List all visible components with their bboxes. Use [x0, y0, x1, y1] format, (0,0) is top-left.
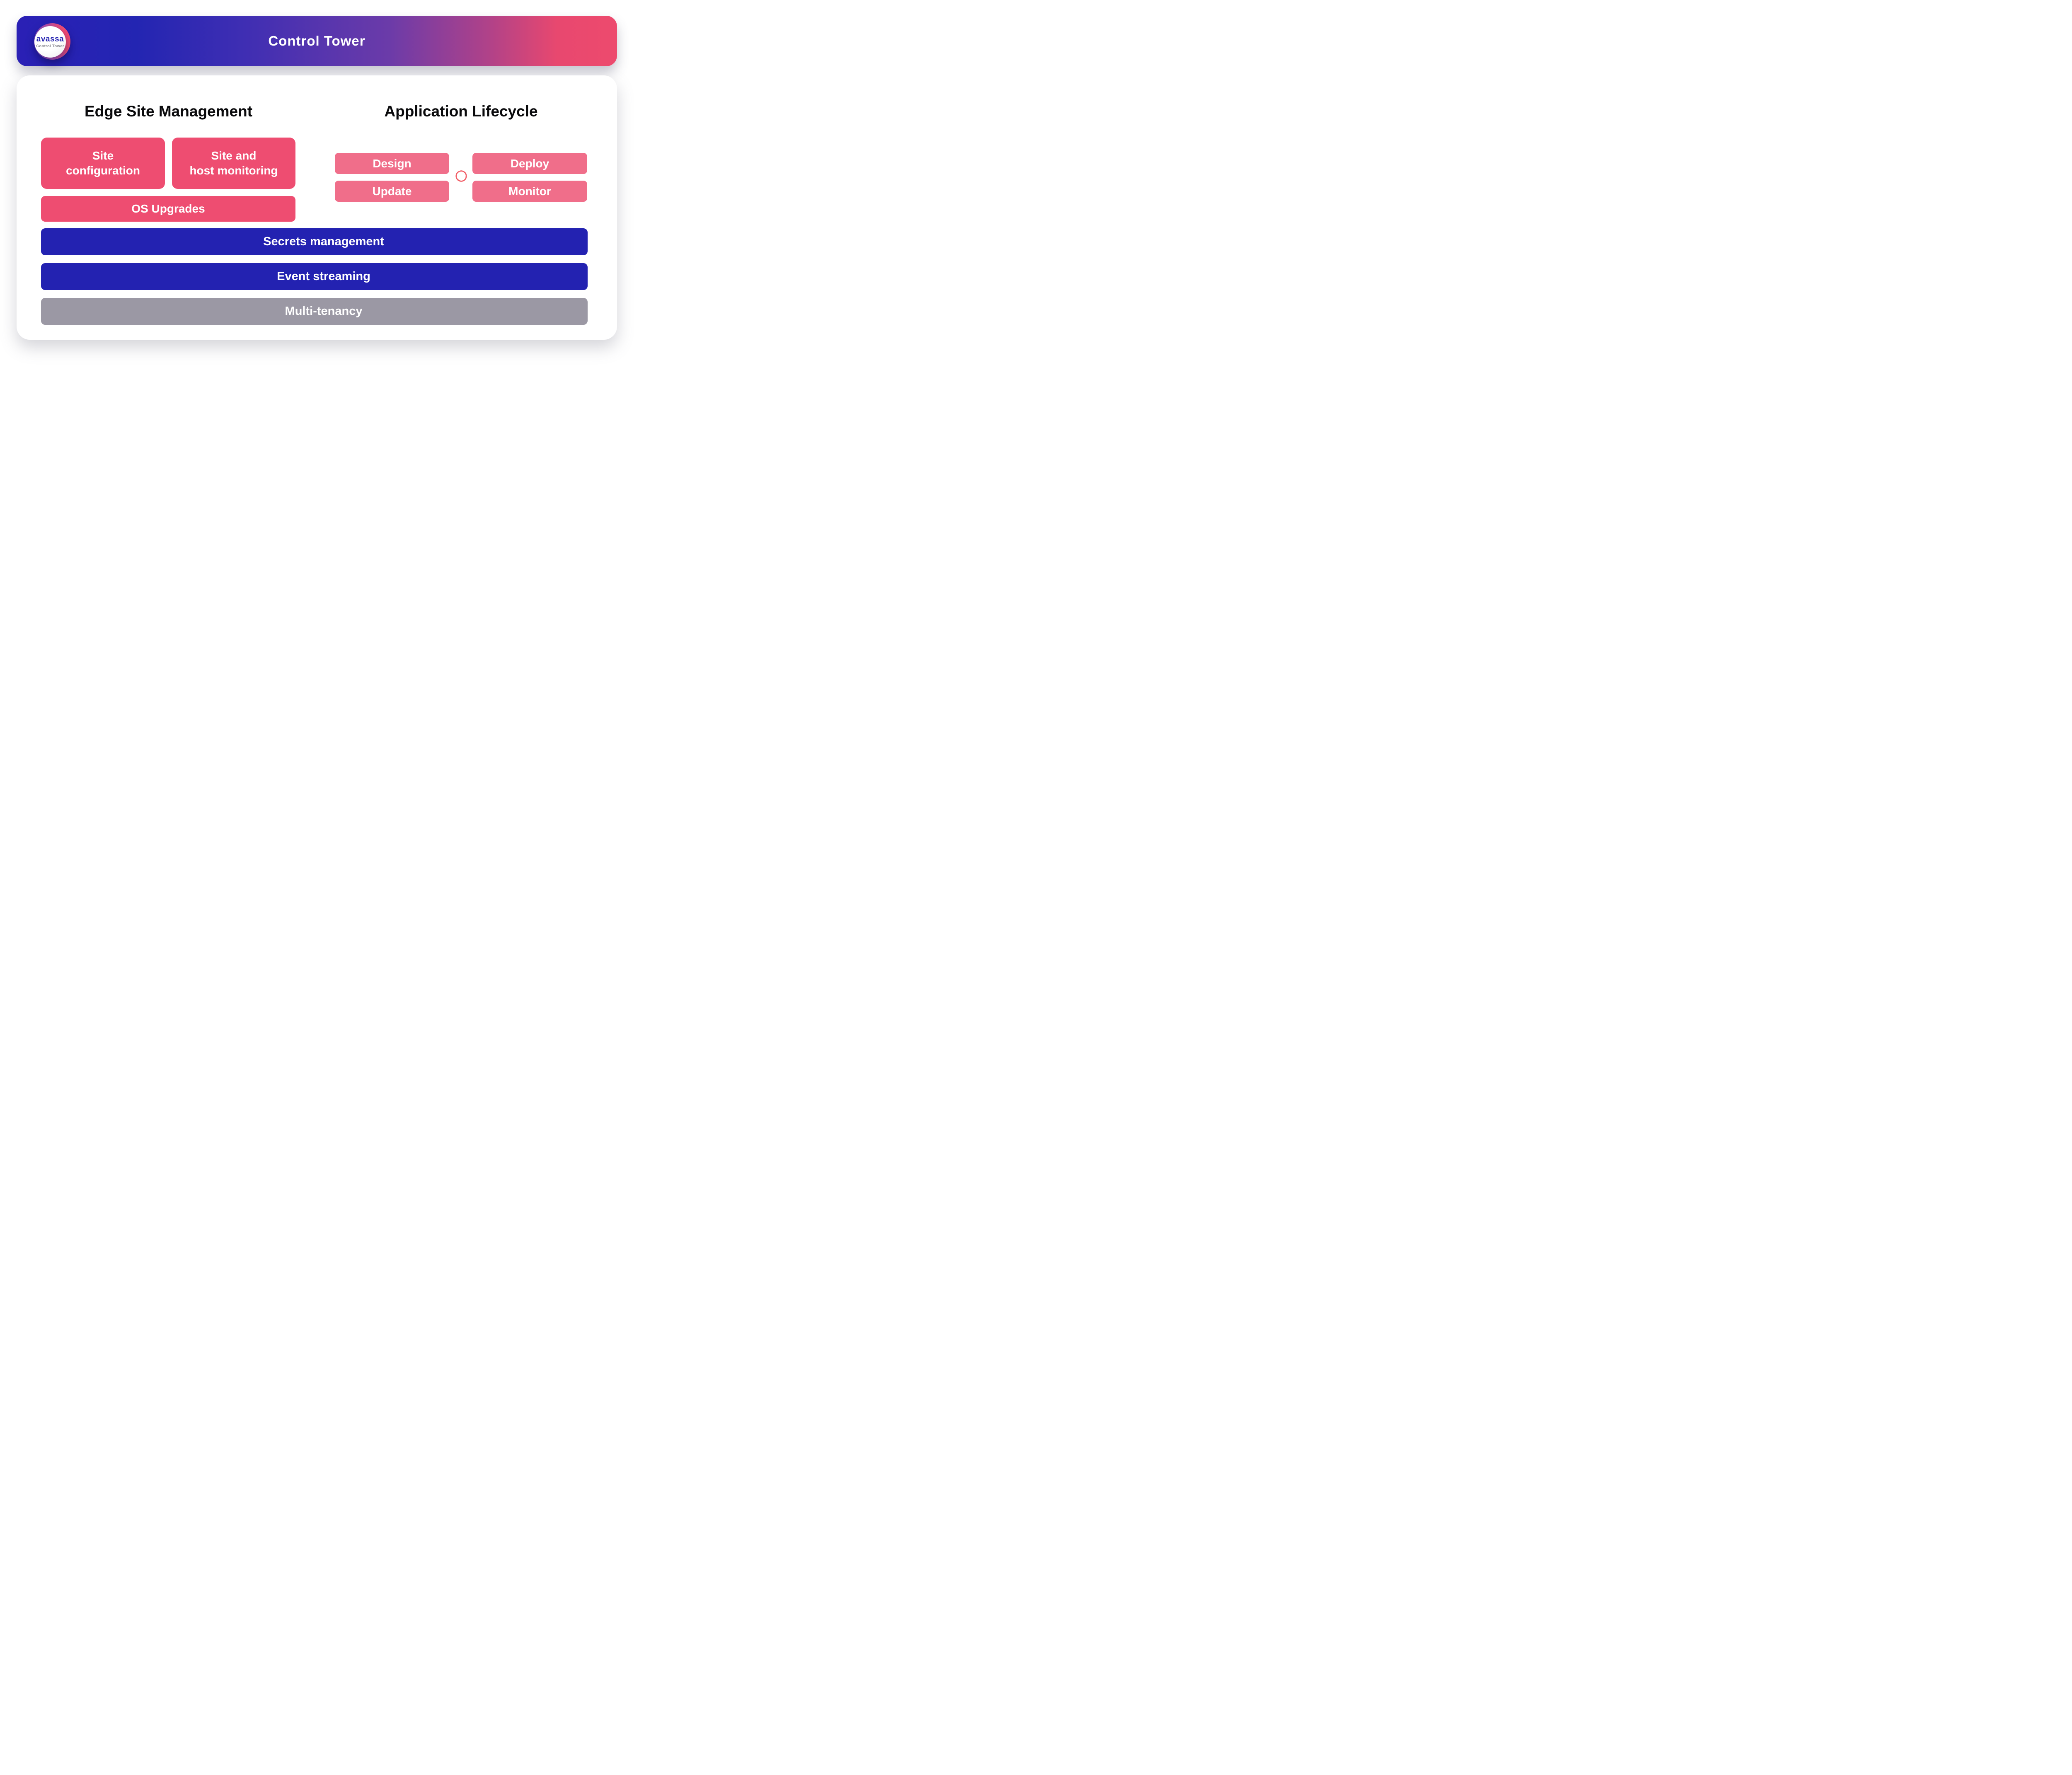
update-pill: Update: [335, 181, 449, 202]
monitor-pill: Monitor: [472, 181, 587, 202]
logo-brand-text: avassa: [36, 35, 64, 44]
os-upgrades-label: OS Upgrades: [131, 202, 205, 215]
site-and-host-monitoring-block: Site and host monitoring: [172, 138, 295, 189]
site-configuration-line2: configuration: [66, 164, 140, 177]
avassa-logo-badge: avassa Control Tower: [32, 22, 72, 61]
deploy-pill: Deploy: [472, 153, 587, 174]
header-bar: Control Tower: [17, 16, 617, 66]
site-configuration-line1: Site: [92, 149, 114, 162]
event-streaming-bar: Event streaming: [41, 263, 588, 290]
main-card: Edge Site Management Application Lifecyc…: [17, 75, 617, 340]
design-pill: Design: [335, 153, 449, 174]
application-lifecycle-title: Application Lifecycle: [384, 103, 538, 120]
multi-tenancy-bar: Multi-tenancy: [41, 298, 588, 325]
os-upgrades-block: OS Upgrades: [41, 196, 295, 222]
logo-circle: avassa Control Tower: [34, 26, 66, 58]
cycle-arrows-icon: [455, 170, 467, 182]
edge-site-management-title: Edge Site Management: [84, 103, 253, 120]
logo-subtitle-text: Control Tower: [36, 44, 64, 49]
site-host-line2: host monitoring: [189, 164, 278, 177]
site-configuration-block: Site configuration: [41, 138, 165, 189]
site-host-line1: Site and: [211, 149, 257, 162]
header-title: Control Tower: [268, 33, 366, 48]
secrets-management-bar: Secrets management: [41, 228, 588, 255]
